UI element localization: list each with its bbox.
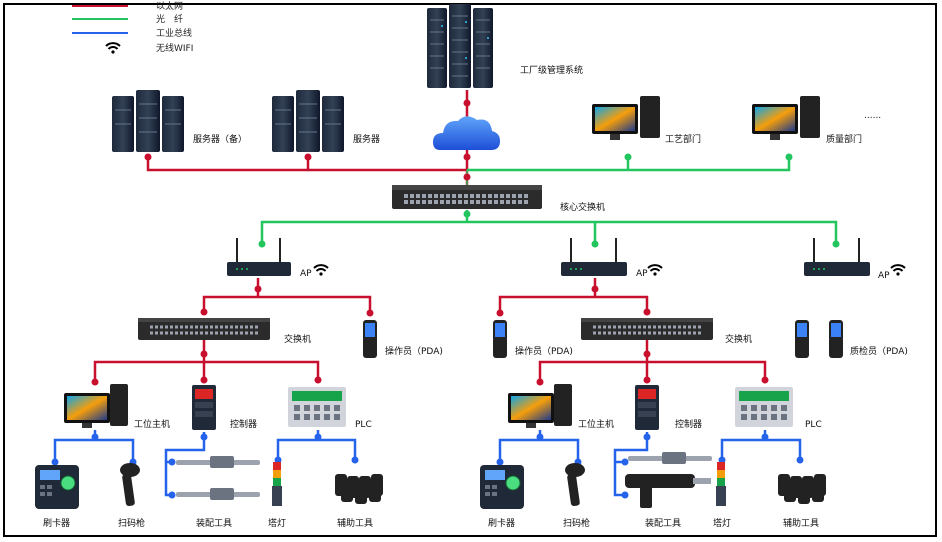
assembly-tool-right-label: 装配工具 (645, 517, 681, 529)
pda-icon (795, 320, 843, 358)
aux-tool-left-label: 辅助工具 (337, 517, 373, 529)
quality-dept-pc-icon (752, 96, 820, 140)
plc-right-icon (735, 387, 793, 427)
factory-server-icon (427, 4, 493, 88)
process-dept-pc-icon (592, 96, 660, 140)
controller-left-icon (192, 385, 216, 430)
pda-icon (493, 320, 507, 358)
controller-right-label: 控制器 (675, 418, 702, 430)
scanner-left-label: 扫码枪 (118, 517, 145, 529)
wifi-icon (647, 264, 663, 276)
scanner-right-icon (565, 463, 585, 507)
tower-light-right-icon (716, 462, 726, 506)
controller-right-icon (635, 385, 659, 430)
ap-right-label: AP (878, 271, 890, 281)
core-switch-icon (392, 185, 542, 209)
assembly-tool-left-icon (176, 456, 260, 500)
plc-left-label: PLC (355, 420, 372, 430)
operator-pda-right-label: 操作员（PDA) (515, 345, 573, 357)
ap-left-icon (227, 238, 291, 276)
switch-left-icon (138, 318, 270, 340)
cloud-icon (433, 116, 500, 150)
core-switch-label: 核心交换机 (560, 201, 605, 213)
controller-left-label: 控制器 (230, 418, 257, 430)
inspector-pda-label: 质检员（PDA) (850, 345, 908, 357)
legend-ethernet-label: 以太网 (156, 0, 183, 12)
pda-icon (363, 320, 377, 358)
wifi-icon (890, 264, 906, 276)
tower-light-left-label: 塔灯 (268, 517, 286, 529)
operator-pda-left-label: 操作员（PDA) (385, 345, 443, 357)
aux-tool-left-icon (335, 474, 383, 504)
plc-right-label: PLC (805, 420, 822, 430)
diagram-frame (3, 3, 937, 537)
ap-middle-icon (561, 238, 627, 276)
card-reader-right-icon (480, 465, 524, 509)
aux-tool-right-icon (778, 474, 826, 504)
process-dept-label: 工艺部门 (665, 133, 701, 145)
plc-left-icon (288, 387, 346, 427)
card-reader-left-icon (35, 465, 79, 509)
tower-light-right-label: 塔灯 (713, 517, 731, 529)
ap-left-label: AP (300, 269, 312, 279)
ap-middle-label: AP (636, 269, 648, 279)
legend: 以太网 光 纤 工业总线 无线WIFI (72, 0, 193, 54)
assembly-tool-right-icon (625, 452, 712, 508)
workstation-right-icon (508, 384, 572, 428)
factory-system-label: 工厂级管理系统 (520, 64, 583, 76)
ellipsis-label: ...... (864, 111, 881, 121)
legend-fiber-label: 光 纤 (156, 13, 183, 25)
switch-right-label: 交换机 (725, 333, 752, 345)
aux-tool-right-label: 辅助工具 (783, 517, 819, 529)
workstation-left-icon (64, 384, 128, 428)
workstation-left-label: 工位主机 (134, 418, 170, 430)
legend-wifi-label: 无线WIFI (156, 42, 193, 54)
backup-server-icon (112, 90, 184, 152)
ap-right-icon (804, 238, 870, 276)
card-reader-right-label: 刷卡器 (488, 517, 515, 529)
switch-left-label: 交换机 (284, 333, 311, 345)
legend-wifi-icon (105, 42, 121, 54)
workstation-right-label: 工位主机 (578, 418, 614, 430)
connection-dots (51, 99, 840, 499)
switch-right-icon (581, 318, 713, 340)
scanner-left-icon (120, 463, 140, 507)
wifi-icon (313, 264, 329, 276)
tower-light-left-icon (272, 462, 282, 506)
server-label: 服务器 (353, 133, 380, 145)
assembly-tool-left-label: 装配工具 (196, 517, 232, 529)
server-icon (272, 90, 344, 152)
quality-dept-label: 质量部门 (826, 133, 862, 145)
legend-bus-label: 工业总线 (156, 27, 192, 39)
server-backup-label: 服务器（备） (193, 133, 247, 145)
card-reader-left-label: 刷卡器 (43, 517, 70, 529)
scanner-right-label: 扫码枪 (563, 517, 590, 529)
